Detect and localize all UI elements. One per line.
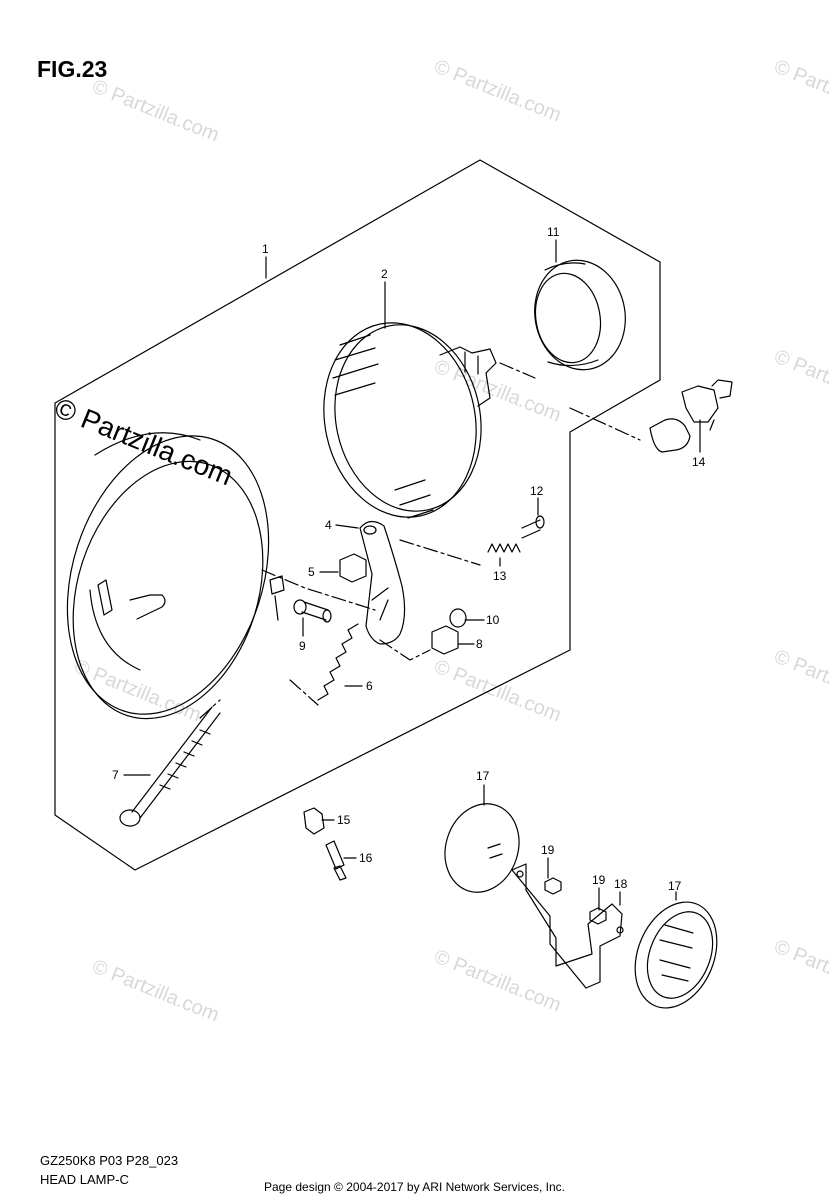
drawing-name: HEAD LAMP-C <box>40 1172 129 1187</box>
reflector-bracket <box>511 863 624 989</box>
figure-title: FIG.23 <box>37 56 108 82</box>
leader-lens-bulb <box>499 362 536 379</box>
callout-17b: 17 <box>668 879 682 893</box>
headlamp-rim <box>66 432 285 720</box>
callout-1: 1 <box>262 242 269 256</box>
callout-5: 5 <box>308 565 315 579</box>
callout-16: 16 <box>359 851 373 865</box>
assembly-boundary <box>54 159 661 871</box>
callout-8: 8 <box>476 637 483 651</box>
nut-19b <box>589 907 607 925</box>
leader-rim <box>261 569 376 611</box>
nut-5 <box>339 553 367 583</box>
callout-11: 11 <box>547 225 560 239</box>
callout-6: 6 <box>366 679 373 693</box>
callout-12: 12 <box>530 484 544 498</box>
callout-10: 10 <box>486 613 500 627</box>
bulb <box>649 379 733 453</box>
bolt-16 <box>325 840 347 881</box>
leader-screw <box>199 699 221 719</box>
leader-rim-lower <box>289 679 319 706</box>
callout-19a: 19 <box>541 843 555 857</box>
callout-7: 7 <box>112 768 119 782</box>
mounting-bracket <box>359 520 406 645</box>
callout-19b: 19 <box>592 873 606 887</box>
footer: Page design © 2004-2017 by ARI Network S… <box>0 1180 829 1194</box>
leader-bracket <box>379 639 431 661</box>
reflector-right <box>634 901 718 1009</box>
collar-10 <box>449 608 467 628</box>
adjust-screw-7 <box>119 706 221 827</box>
nut-19a <box>544 877 562 895</box>
callout-2: 2 <box>381 267 388 281</box>
leader-bulb <box>569 407 641 441</box>
headlamp-lens-unit <box>323 322 497 519</box>
nut-15 <box>303 807 325 835</box>
leader-spring <box>399 539 481 566</box>
callout-18: 18 <box>614 877 628 891</box>
footer-text: Page design © 2004-2017 by ARI Network S… <box>263 1180 565 1194</box>
leader-4 <box>335 524 359 529</box>
callout-13: 13 <box>493 569 507 583</box>
callout-14: 14 <box>692 455 706 469</box>
drawing-code: GZ250K8 P03 P28_023 <box>40 1153 179 1168</box>
callout-17a: 17 <box>476 769 490 783</box>
screw-9 <box>293 599 332 623</box>
spring-13 <box>487 543 521 553</box>
dust-cover <box>534 259 626 371</box>
reflector-left <box>444 803 520 893</box>
nut-8 <box>431 625 459 655</box>
callout-9: 9 <box>299 639 306 653</box>
spring-6 <box>317 623 359 701</box>
screw-12 <box>521 515 545 539</box>
callout-15: 15 <box>337 813 351 827</box>
callout-4: 4 <box>325 518 332 532</box>
